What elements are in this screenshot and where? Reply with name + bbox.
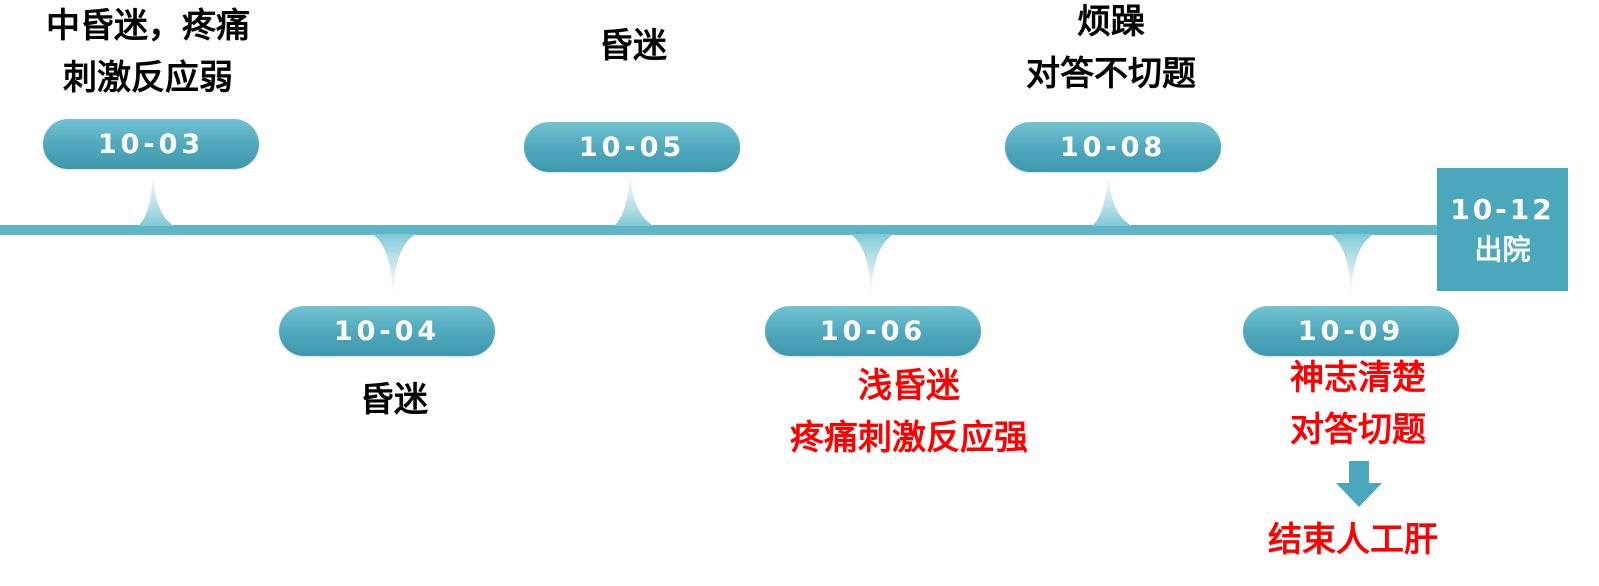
timeline-axis	[0, 225, 1475, 235]
connector-10-03	[138, 168, 174, 226]
followup-text-line: 结束人工肝	[1268, 520, 1438, 560]
date-pill-10-06: 10-06	[765, 306, 981, 356]
connector-10-04	[372, 234, 416, 300]
connector-10-06	[850, 234, 894, 300]
event-text-10-03: 中昏迷，疼痛 刺激反应弱	[46, 0, 250, 104]
connector-10-09	[1330, 234, 1374, 300]
discharge-date: 10-12	[1450, 192, 1555, 226]
event-text-line: 浅昏迷	[858, 366, 960, 406]
date-pill-10-09: 10-09	[1243, 306, 1459, 356]
date-pill-10-04: 10-04	[279, 306, 495, 356]
discharge-box: 10-12 出院	[1437, 168, 1568, 291]
event-text-line: 疼痛刺激反应强	[790, 418, 1028, 458]
event-text-line: 神志清楚	[1290, 358, 1426, 398]
event-text-line: 昏迷	[360, 380, 428, 420]
event-text-10-09: 神志清楚 对答切题	[1290, 352, 1426, 456]
event-text-line: 刺激反应弱	[63, 58, 233, 98]
date-pill-10-08: 10-08	[1005, 122, 1221, 172]
event-text-10-04: 昏迷	[360, 374, 428, 426]
date-pill-10-03: 10-03	[43, 119, 259, 169]
connector-10-05	[614, 170, 654, 226]
event-text-10-06: 浅昏迷 疼痛刺激反应强	[790, 360, 1028, 464]
event-text-line: 对答切题	[1290, 410, 1426, 450]
event-text-10-05: 昏迷	[599, 20, 667, 72]
event-text-line: 中昏迷，疼痛	[46, 6, 250, 46]
event-text-10-08: 烦躁 对答不切题	[1026, 0, 1196, 100]
event-text-line: 烦躁	[1077, 2, 1145, 42]
event-text-line: 昏迷	[599, 26, 667, 66]
event-text-line: 对答不切题	[1026, 54, 1196, 94]
discharge-label: 出院	[1474, 232, 1531, 266]
arrow-down-icon	[1336, 461, 1382, 507]
connector-10-08	[1092, 170, 1132, 226]
date-pill-10-05: 10-05	[524, 122, 740, 172]
followup-text: 结束人工肝	[1268, 514, 1438, 566]
